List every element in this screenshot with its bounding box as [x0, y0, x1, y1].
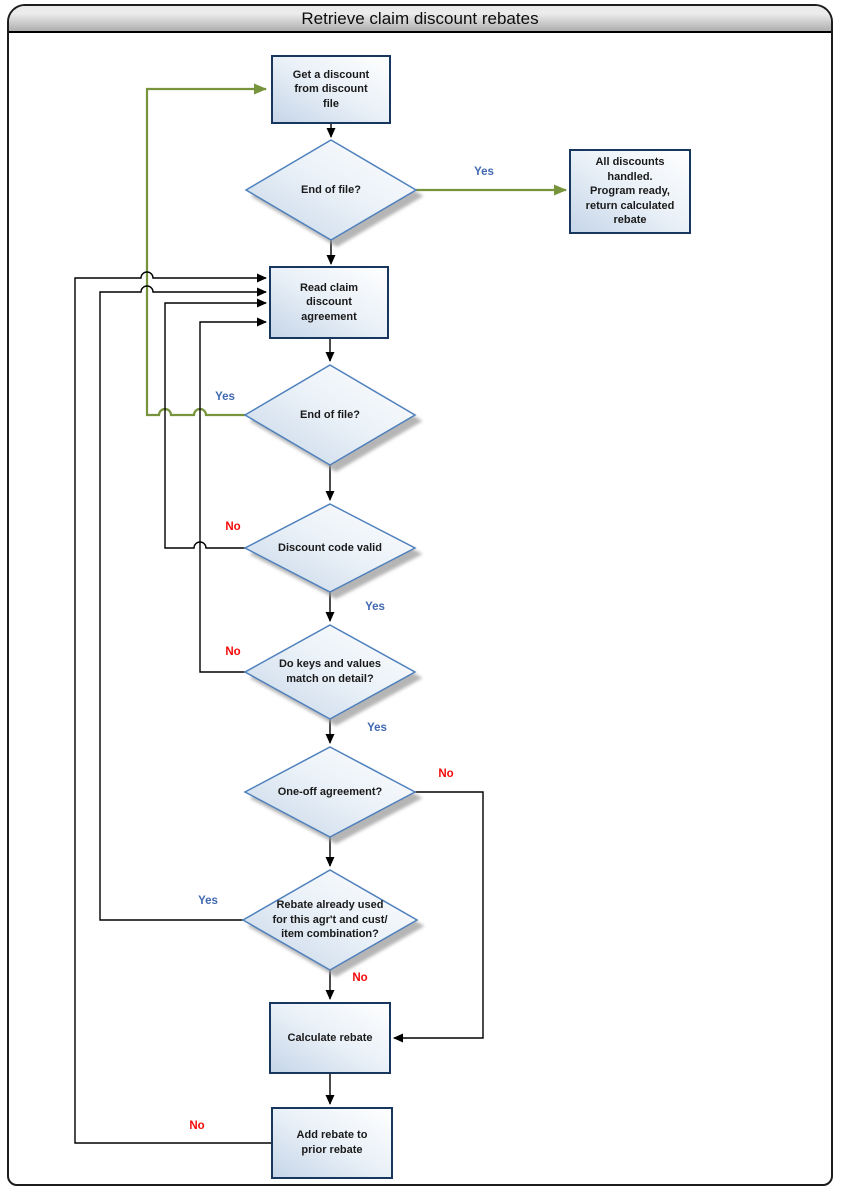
edge-add-rebate-no-to-read-claim: [74, 271, 272, 1144]
edge-eof2-yes-to-get-discount: [145, 83, 267, 417]
node-add-rebate-shape: [271, 1107, 393, 1179]
node-rebate-used-shape: [241, 869, 419, 971]
node-all-done-shape: [569, 149, 691, 234]
edge-keys-match-no-to-read-claim: [199, 317, 267, 673]
node-read-claim-shape: [269, 266, 389, 339]
flowchart-panel: Retrieve claim discount rebates: [7, 4, 833, 1186]
flowchart-title: Retrieve claim discount rebates: [301, 8, 539, 28]
node-eof1-shape: [244, 139, 418, 241]
node-get-discount-shape: [271, 55, 391, 124]
node-eof2-shape: [243, 364, 417, 466]
node-one-off-shape: [243, 746, 417, 838]
node-keys-match-shape: [243, 624, 417, 720]
node-calc-rebate-shape: [269, 1002, 391, 1074]
flowchart-title-bar: Retrieve claim discount rebates: [9, 6, 831, 33]
edge-rebate-used-yes-to-read-claim: [99, 285, 267, 921]
edge-one-off-no-to-calc-rebate: [393, 791, 484, 1043]
node-code-valid-shape: [243, 503, 417, 593]
edge-code-valid-no-to-read-claim: [164, 298, 267, 549]
